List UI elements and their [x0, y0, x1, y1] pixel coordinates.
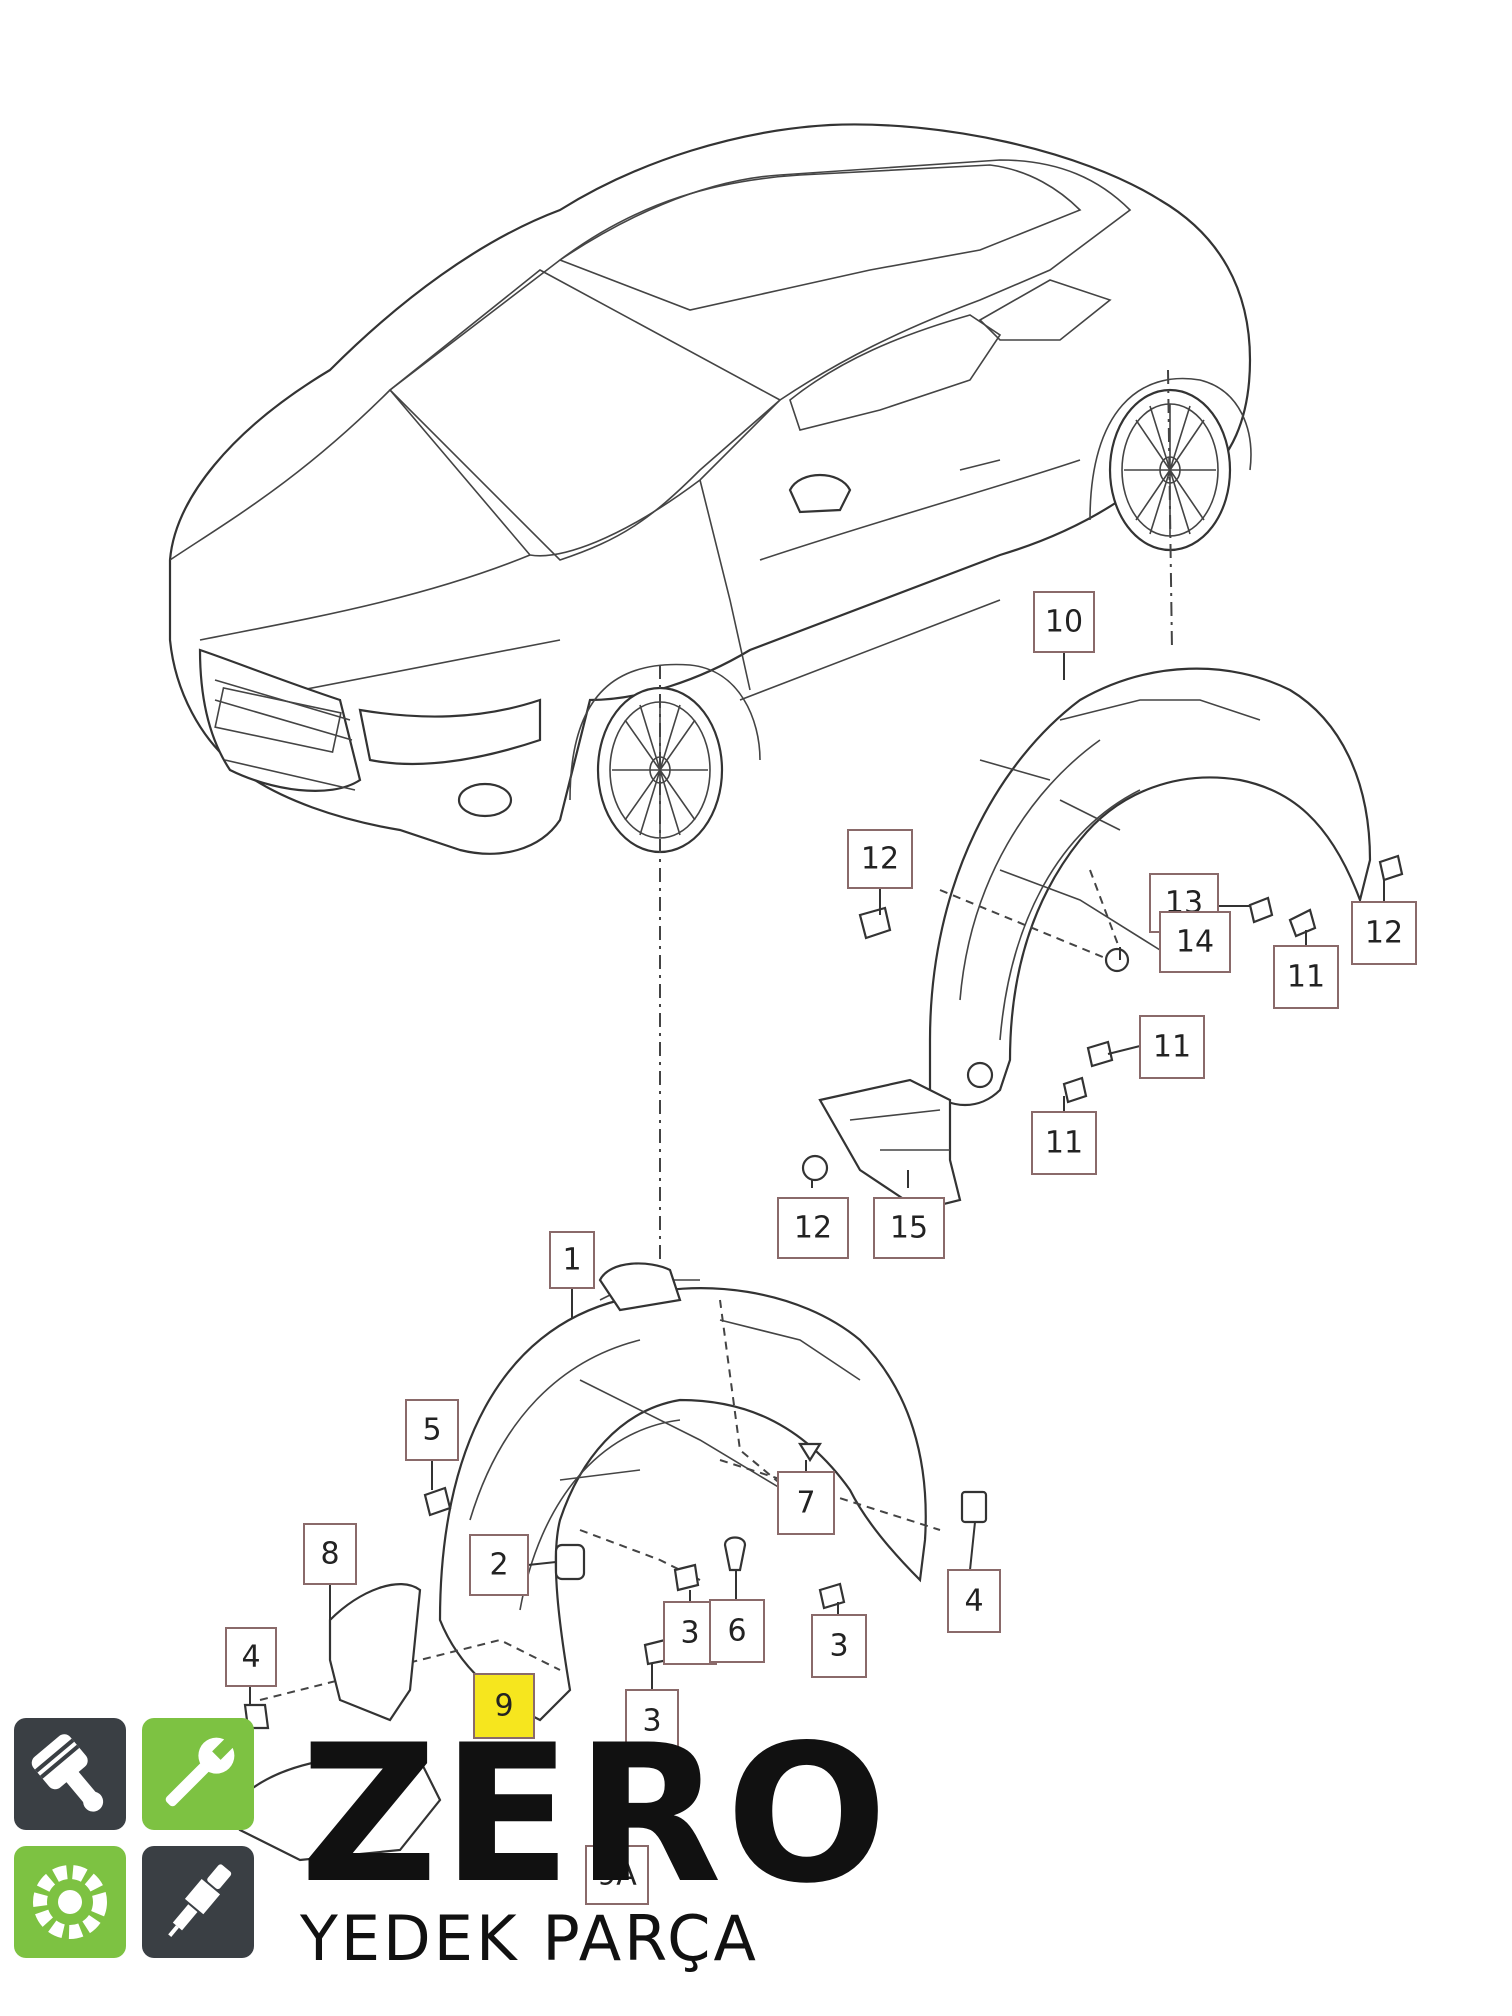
callout-1: 1 — [549, 1231, 595, 1289]
callout-9a: 9A — [585, 1845, 649, 1905]
callout-2: 2 — [469, 1534, 529, 1596]
callout-10: 10 — [1033, 591, 1095, 653]
callout-15: 15 — [873, 1197, 945, 1259]
rear-fasteners — [801, 854, 1404, 1182]
svg-text:3: 3 — [680, 1616, 699, 1651]
front-wheel-liner — [438, 1262, 927, 1722]
svg-text:2: 2 — [489, 1548, 508, 1583]
brand-logo — [14, 1718, 774, 1968]
svg-text:9: 9 — [494, 1689, 513, 1724]
svg-text:1: 1 — [562, 1243, 581, 1278]
svg-text:4: 4 — [241, 1640, 260, 1675]
piston-icon — [14, 1718, 126, 1830]
callout-6: 6 — [709, 1599, 765, 1663]
callout-8: 8 — [303, 1523, 357, 1585]
rear-wheel-liner — [818, 667, 1372, 1212]
callout-5: 5 — [405, 1399, 459, 1461]
svg-text:11: 11 — [1045, 1126, 1083, 1161]
brand-tagline: YEDEK PARÇA — [300, 1902, 759, 1975]
callout-11: 11 — [1273, 945, 1339, 1009]
callout-4: 4 — [225, 1627, 277, 1687]
svg-text:3: 3 — [642, 1704, 661, 1739]
callout-12: 12 — [777, 1197, 849, 1259]
front-wheel — [596, 686, 724, 854]
callout-3: 3 — [811, 1614, 867, 1678]
rear-guide-line — [1167, 369, 1173, 651]
svg-text:15: 15 — [890, 1211, 928, 1246]
callout-4: 4 — [947, 1569, 1001, 1633]
svg-text:11: 11 — [1287, 960, 1325, 995]
callout-11: 11 — [1031, 1111, 1097, 1175]
callout-9-highlighted: 9 — [473, 1673, 535, 1739]
svg-text:5: 5 — [422, 1413, 441, 1448]
svg-text:12: 12 — [1365, 916, 1403, 951]
svg-text:4: 4 — [964, 1584, 983, 1619]
gear-icon — [14, 1846, 126, 1958]
brand-wordmark: ZERO YEDEK PARÇA — [300, 1720, 891, 1974]
callout-3: 3 — [625, 1689, 679, 1753]
callout-3: 3 — [663, 1601, 717, 1665]
svg-text:7: 7 — [796, 1486, 815, 1521]
callout-7: 7 — [777, 1471, 835, 1535]
car-illustration — [168, 123, 1252, 855]
rear-fastener-line-1 — [939, 889, 1111, 961]
svg-text:8: 8 — [320, 1537, 339, 1572]
brand-name: ZERO — [300, 1704, 892, 1925]
svg-text:6: 6 — [727, 1614, 746, 1649]
bracket-part-8 — [328, 1583, 422, 1722]
wrench-icon — [142, 1718, 254, 1830]
svg-text:9A: 9A — [597, 1858, 637, 1893]
callout-12: 12 — [1351, 901, 1417, 965]
svg-text:12: 12 — [861, 842, 899, 877]
svg-text:3: 3 — [829, 1629, 848, 1664]
shield-part-9 — [238, 1755, 442, 1862]
spark-plug-icon — [142, 1846, 254, 1958]
callout-14: 14 — [1159, 911, 1231, 973]
svg-text:12: 12 — [794, 1211, 832, 1246]
rear-fastener-line-2 — [1089, 869, 1121, 951]
svg-text:14: 14 — [1176, 925, 1214, 960]
svg-text:10: 10 — [1045, 605, 1083, 640]
callout-11: 11 — [1139, 1015, 1205, 1079]
callout-12: 12 — [847, 829, 913, 889]
svg-text:11: 11 — [1153, 1030, 1191, 1065]
